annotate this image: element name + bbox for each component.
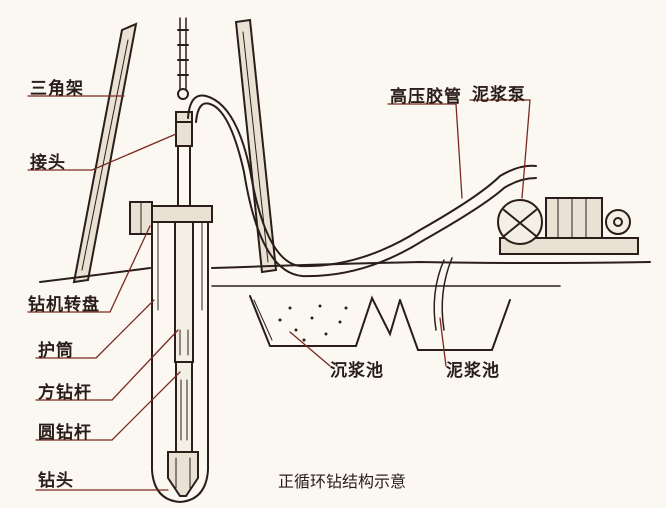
kelly-upper [177, 145, 191, 207]
label-tripod: 三角架 [30, 79, 84, 99]
label-hose: 高压胶管 [390, 87, 462, 107]
swivel-connector [175, 111, 193, 147]
label-connector: 接头 [30, 153, 66, 173]
casing-borehole [151, 221, 209, 504]
drill-rod [174, 221, 194, 453]
settling-pit [249, 295, 401, 347]
label-settling-pit: 沉浆池 [330, 361, 384, 381]
high-pressure-hose [187, 94, 537, 278]
ground-line [39, 260, 651, 287]
mud-pit [399, 257, 511, 351]
tripod-legs [72, 18, 278, 284]
turntable [129, 201, 213, 235]
hoist-chain [177, 17, 189, 100]
diagram-caption: 正循环钻结构示意 [278, 472, 407, 491]
label-mud-pit: 泥浆池 [446, 361, 500, 381]
label-round-rod: 圆钻杆 [38, 423, 92, 443]
label-mud-pump: 泥浆泵 [472, 85, 526, 105]
label-square-rod: 方钻杆 [38, 383, 92, 403]
drill-bit [167, 451, 199, 497]
label-casing: 护筒 [38, 341, 74, 361]
label-drill-bit: 钻头 [38, 471, 74, 491]
mud-pump [497, 197, 639, 255]
label-turntable: 钻机转盘 [28, 295, 100, 315]
leader-lines [27, 95, 531, 491]
